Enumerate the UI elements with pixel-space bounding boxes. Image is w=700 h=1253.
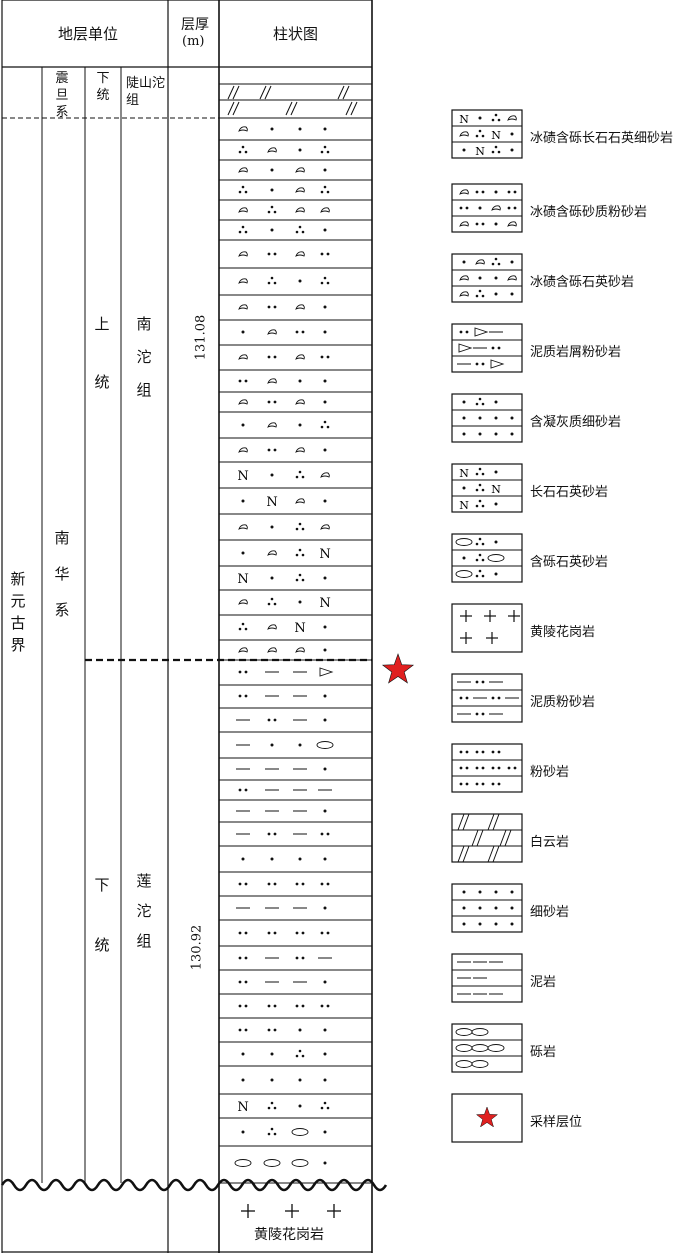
legend-swatch-star xyxy=(451,1093,523,1143)
legend-label-lithic-silt: 泥质岩屑粉砂岩 xyxy=(530,345,622,360)
svg-text:N: N xyxy=(491,129,501,142)
svg-text:N: N xyxy=(266,495,277,510)
legend-swatch-glacial-quartz xyxy=(451,253,523,303)
svg-text:N: N xyxy=(237,1100,248,1115)
legend-swatch-muddy-silt xyxy=(451,673,523,723)
legend-label-tuff-sand: 含凝灰质细砂岩 xyxy=(530,415,622,430)
svg-text:N: N xyxy=(294,621,305,636)
sinian-system: 震旦系 xyxy=(55,71,69,120)
upper-formation-label: 南沱组 xyxy=(136,315,152,399)
legend-label-feldspar-quartz: 长石石英砂岩 xyxy=(530,485,609,500)
svg-text:N: N xyxy=(319,596,330,611)
legend-label-granite: 黄陵花岗岩 xyxy=(530,625,596,640)
legend-swatch-glacial-feldspar: NNN xyxy=(451,109,523,159)
lower-thickness-label: 130.92 xyxy=(189,924,205,971)
legend-label-dolomite: 白云岩 xyxy=(530,835,570,850)
legend-swatch-pebbly-quartz xyxy=(451,533,523,583)
legend-label-siltstone: 粉砂岩 xyxy=(530,765,570,780)
legend-label-star: 采样层位 xyxy=(530,1115,583,1130)
legend-label-mudstone: 泥岩 xyxy=(530,975,557,990)
sample-star-marker xyxy=(381,653,415,684)
header-thickness-unit: (m) xyxy=(182,34,205,49)
legend-label-fine-sand: 细砂岩 xyxy=(530,905,570,920)
lower-formation-label: 莲沱组 xyxy=(136,872,152,950)
dolomite-layer xyxy=(219,83,372,116)
svg-text:N: N xyxy=(459,113,469,126)
legend-label-glacial-feldspar: 冰碛含砾长石石英细砂岩 xyxy=(530,131,674,146)
legend-swatch-dolomite xyxy=(451,813,523,863)
legend-swatch-glacial-silt xyxy=(451,183,523,233)
legend-label-conglomerate: 砾岩 xyxy=(530,1045,557,1060)
column-frame xyxy=(0,0,388,1253)
legend-swatch-siltstone xyxy=(451,743,523,793)
lower-series-label: 下统 xyxy=(94,876,110,954)
legend-label-glacial-quartz: 冰碛含砾石英砂岩 xyxy=(530,275,635,290)
basement-label: 黄陵花岗岩 xyxy=(254,1227,324,1243)
svg-text:N: N xyxy=(459,467,469,480)
legend-swatch-conglomerate xyxy=(451,1023,523,1073)
header-thickness: 层厚 xyxy=(181,17,209,33)
svg-text:N: N xyxy=(475,145,485,158)
legend-label-pebbly-quartz: 含砾石英砂岩 xyxy=(530,555,609,570)
upper-thickness-label: 131.08 xyxy=(193,314,209,361)
svg-text:N: N xyxy=(491,483,501,496)
svg-text:N: N xyxy=(459,499,469,512)
legend-swatch-fine-sand xyxy=(451,883,523,933)
erathem-label: 新元古界 xyxy=(10,570,26,654)
svg-text:N: N xyxy=(319,547,330,562)
header-unit: 地层单位 xyxy=(58,25,119,43)
sinian-formation: 陡山沱组 xyxy=(126,76,166,108)
legend-label-muddy-silt: 泥质粉砂岩 xyxy=(530,695,596,710)
header-column: 柱状图 xyxy=(273,25,319,43)
svg-text:N: N xyxy=(237,572,248,587)
legend-swatch-feldspar-quartz: N N N xyxy=(451,463,523,513)
legend-swatch-lithic-silt xyxy=(451,323,523,373)
nanhua-system-label: 南华系 xyxy=(54,529,70,619)
legend-label-glacial-silt: 冰碛含砾砂质粉砂岩 xyxy=(530,205,648,220)
svg-text:N: N xyxy=(237,469,248,484)
legend-swatch-granite xyxy=(451,603,523,653)
upper-series-label: 上统 xyxy=(94,315,110,391)
legend-swatch-tuff-sand xyxy=(451,393,523,443)
legend-swatch-mudstone xyxy=(451,953,523,1003)
sinian-series: 下统 xyxy=(96,71,110,103)
